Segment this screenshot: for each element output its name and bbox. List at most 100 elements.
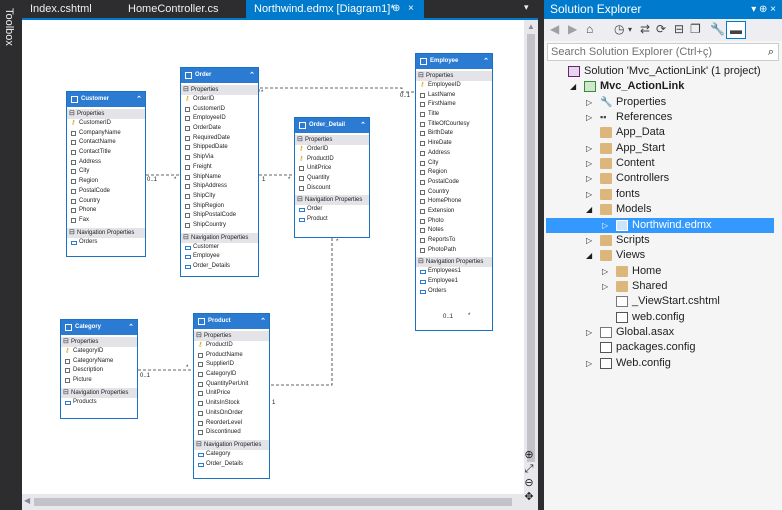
entity-property[interactable]: Description xyxy=(61,366,137,376)
entity-property[interactable]: HireDate xyxy=(416,139,492,149)
entity-property[interactable]: UnitPrice xyxy=(194,389,269,399)
sync-icon[interactable]: ⟳ xyxy=(656,22,667,36)
navigation-property[interactable]: Orders xyxy=(67,238,145,248)
entity-property[interactable]: Address xyxy=(67,158,145,168)
entity-property[interactable]: RequiredDate xyxy=(181,134,258,144)
show-all-files-icon[interactable]: ❐ xyxy=(690,22,701,36)
entity-property[interactable]: ShipCity xyxy=(181,192,258,202)
entity-property[interactable]: ReorderLevel xyxy=(194,419,269,429)
entity-property[interactable]: PhotoPath xyxy=(416,246,492,256)
nav-section[interactable]: ⊟Navigation Properties xyxy=(181,232,258,243)
tree-item-app-start[interactable]: ▷App_Start xyxy=(544,141,780,156)
collapse-icon[interactable]: ⌃ xyxy=(128,324,134,331)
toolbox-strip[interactable]: Toolbox xyxy=(0,0,22,510)
entity-property[interactable]: ProductName xyxy=(194,351,269,361)
entity-property[interactable]: Freight xyxy=(181,163,258,173)
entity-property[interactable]: Photo xyxy=(416,217,492,227)
tree-item-app-data[interactable]: App_Data xyxy=(544,125,780,140)
entity-property[interactable]: QuantityPerUnit xyxy=(194,380,269,390)
history-dropdown-icon[interactable]: ▾ xyxy=(628,25,633,34)
entity-property[interactable]: ShipRegion xyxy=(181,202,258,212)
entity-property[interactable]: Country xyxy=(416,188,492,198)
scroll-thumb[interactable] xyxy=(527,34,535,462)
tree-item-fonts[interactable]: ▷fonts xyxy=(544,187,780,202)
expanded-arrow-icon[interactable]: ◢ xyxy=(570,82,577,92)
navigation-property[interactable]: Employees1 xyxy=(416,267,492,277)
entity-property[interactable]: UnitsInStock xyxy=(194,399,269,409)
entity-property[interactable]: CategoryID xyxy=(194,370,269,380)
tree-item-scripts[interactable]: ▷Scripts xyxy=(544,233,780,248)
expand-arrow-icon[interactable]: ▷ xyxy=(602,220,609,230)
entity-property[interactable]: Address xyxy=(416,149,492,159)
properties-section[interactable]: ⊟Properties xyxy=(67,109,145,119)
entity-property[interactable]: ContactTitle xyxy=(67,148,145,158)
collapse-icon[interactable]: ⌃ xyxy=(249,72,255,79)
tree-item-viewstart-cshtml[interactable]: _ViewStart.cshtml xyxy=(544,294,780,309)
expand-arrow-icon[interactable]: ▷ xyxy=(586,97,593,107)
navigation-property[interactable]: Order xyxy=(295,205,369,215)
collapse-icon[interactable]: ⌃ xyxy=(483,58,489,65)
vertical-scrollbar[interactable]: ▲ xyxy=(524,20,538,510)
entity-property[interactable]: ⚷EmployeeID xyxy=(416,81,492,91)
expand-arrow-icon[interactable]: ▷ xyxy=(586,174,593,184)
collapse-section-icon[interactable]: ⊟ xyxy=(297,196,303,204)
close-icon[interactable]: × xyxy=(408,3,414,14)
tree-item-packages-config[interactable]: packages.config xyxy=(544,340,780,355)
entity-header[interactable]: Product⌃ xyxy=(194,314,269,329)
entity-property[interactable]: ⚷CustomerID xyxy=(67,119,145,129)
entity-header[interactable]: Order⌃ xyxy=(181,68,258,83)
tree-item-shared[interactable]: ▷Shared xyxy=(544,279,780,294)
tree-item-northwind-edmx[interactable]: ▷Northwind.edmx xyxy=(546,217,774,233)
entity-property[interactable]: ShipCountry xyxy=(181,221,258,231)
navigation-property[interactable]: Orders xyxy=(416,287,492,297)
collapse-section-icon[interactable]: ⊟ xyxy=(69,110,75,117)
panel-window-buttons[interactable]: ▾ ⊕ × xyxy=(751,4,776,15)
tree-item-web-config[interactable]: ▷Web.config xyxy=(544,356,780,371)
tree-item-mvc-actionlink[interactable]: ◢Mvc_ActionLink xyxy=(544,79,780,94)
navigation-property[interactable]: Employee1 xyxy=(416,277,492,287)
tab-homecontroller[interactable]: HomeController.cs xyxy=(120,0,246,18)
collapse-icon[interactable]: ⌃ xyxy=(260,318,266,325)
pin-icon[interactable]: ⊕ xyxy=(392,3,401,14)
tree-item-views[interactable]: ◢Views xyxy=(544,248,780,263)
entity-property[interactable]: ⚷OrderID xyxy=(295,145,369,155)
scroll-thumb[interactable] xyxy=(34,498,512,506)
tree-item-controllers[interactable]: ▷Controllers xyxy=(544,171,780,186)
collapse-icon[interactable]: ⌃ xyxy=(136,96,142,103)
horizontal-scrollbar[interactable]: ◀ xyxy=(22,494,524,510)
solution-explorer-titlebar[interactable]: Solution Explorer ▾ ⊕ × xyxy=(544,0,782,19)
collapse-all-icon[interactable]: ⊟ xyxy=(674,22,685,36)
tree-item-content[interactable]: ▷Content xyxy=(544,156,780,171)
navigation-property[interactable]: Order_Details xyxy=(181,262,258,272)
entity-property[interactable]: ShipAddress xyxy=(181,182,258,192)
pan-icon[interactable]: ✥ xyxy=(524,491,534,503)
collapse-section-icon[interactable]: ⊟ xyxy=(69,228,75,236)
entity-property[interactable]: Picture xyxy=(61,376,137,386)
zoom-in-icon[interactable]: ⊕ xyxy=(524,449,534,461)
entity-property[interactable]: CustomerID xyxy=(181,105,258,115)
navigation-property[interactable]: Employee xyxy=(181,252,258,262)
pending-changes-icon[interactable]: ⇄ xyxy=(640,22,651,36)
nav-section[interactable]: ⊟Navigation Properties xyxy=(61,387,137,398)
tab-list-dropdown-icon[interactable]: ▾ xyxy=(524,2,529,12)
entity-property[interactable]: ⚷ProductID xyxy=(295,155,369,165)
entity-property[interactable]: LastName xyxy=(416,91,492,101)
tree-item-references[interactable]: ▷▪▪References xyxy=(544,110,780,125)
entity-property[interactable]: ReportsTo xyxy=(416,236,492,246)
navigation-property[interactable]: Order_Details xyxy=(194,460,269,470)
collapse-section-icon[interactable]: ⊟ xyxy=(63,338,69,345)
collapse-section-icon[interactable]: ⊟ xyxy=(418,72,424,79)
collapse-icon[interactable]: ⌃ xyxy=(360,122,366,129)
entity-order-detail[interactable]: Order_Detail⌃ ⊟Properties ⚷OrderID⚷Produ… xyxy=(294,117,370,238)
expand-arrow-icon[interactable]: ▷ xyxy=(602,266,609,276)
expanded-arrow-icon[interactable]: ◢ xyxy=(586,251,593,261)
tab-northwind-edmx[interactable]: Northwind.edmx [Diagram1]* ⊕ × xyxy=(246,0,424,18)
tab-index-cshtml[interactable]: Index.cshtml xyxy=(22,0,120,18)
navigation-property[interactable]: Customer xyxy=(181,243,258,253)
properties-section[interactable]: ⊟Properties xyxy=(181,85,258,95)
entity-property[interactable]: UnitsOnOrder xyxy=(194,409,269,419)
history-icon[interactable]: ◷ xyxy=(614,22,625,36)
scroll-up-icon[interactable]: ▲ xyxy=(527,22,535,31)
properties-section[interactable]: ⊟Properties xyxy=(295,135,369,145)
